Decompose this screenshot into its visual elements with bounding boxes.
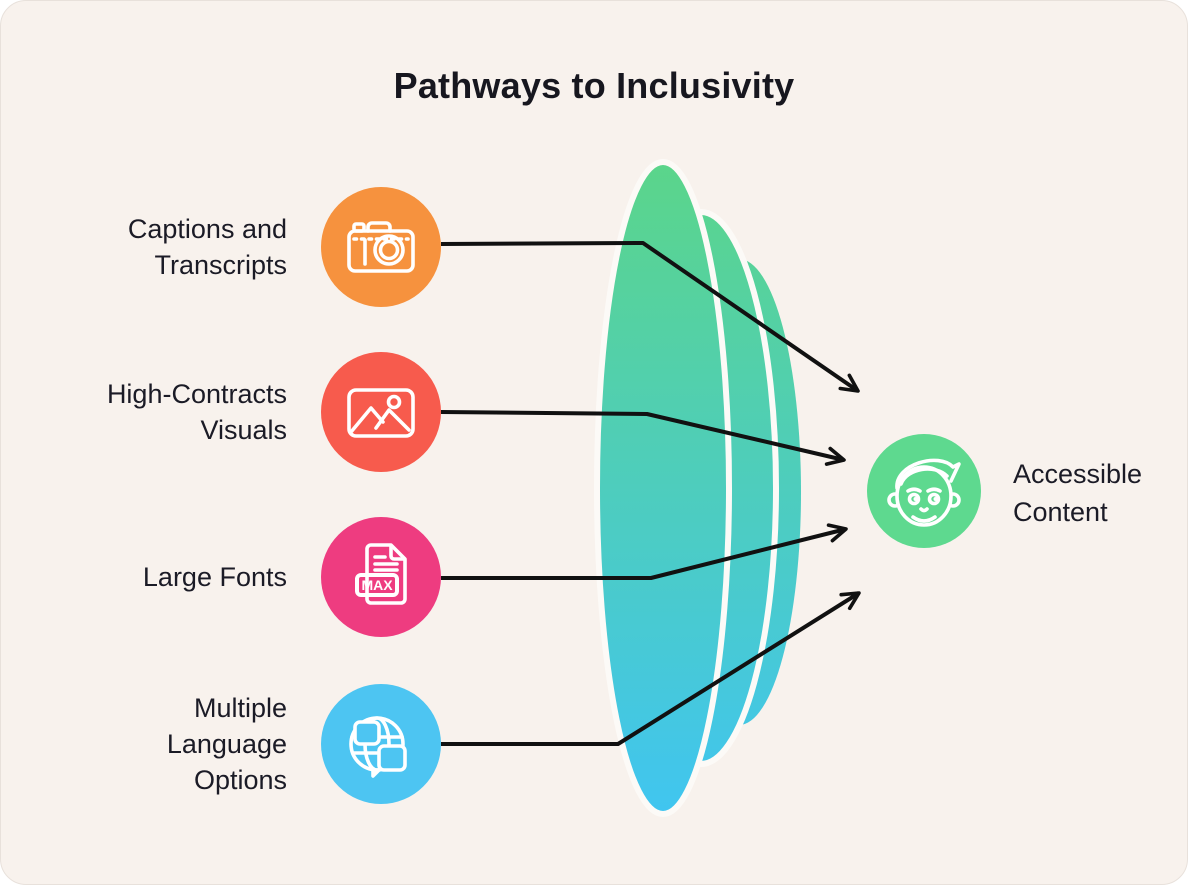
badge-circle bbox=[321, 352, 441, 472]
page-title: Pathways to Inclusivity bbox=[393, 65, 795, 106]
arrow-contrast bbox=[440, 410, 846, 466]
max-document-icon: MAX bbox=[355, 543, 407, 605]
arrow-captions bbox=[440, 241, 860, 393]
badge-accessible-content bbox=[867, 434, 981, 548]
badge-fonts: MAX bbox=[321, 517, 441, 637]
badge-language bbox=[321, 684, 441, 804]
face-icon bbox=[887, 458, 961, 527]
lens-petal-front bbox=[594, 159, 732, 817]
camera-icon bbox=[347, 221, 415, 273]
label-accessible-content: Accessible Content bbox=[1013, 459, 1143, 527]
badge-circle bbox=[321, 684, 441, 804]
badge-captions bbox=[321, 187, 441, 307]
globe-translate-icon bbox=[349, 716, 407, 778]
label-captions-transcripts: Captions and Transcripts bbox=[127, 214, 287, 280]
arrow-fonts bbox=[441, 523, 848, 580]
label-high-contrast-visuals: High-Contracts Visuals bbox=[106, 379, 287, 445]
lens-shape bbox=[594, 159, 801, 817]
arrow-language bbox=[441, 591, 861, 746]
image-icon bbox=[347, 388, 415, 438]
label-multiple-language-options: Multiple Language Options bbox=[166, 693, 287, 795]
label-large-fonts: Large Fonts bbox=[142, 562, 287, 592]
badge-contrast bbox=[321, 352, 441, 472]
max-label: MAX bbox=[361, 577, 393, 593]
arrows bbox=[440, 241, 861, 746]
